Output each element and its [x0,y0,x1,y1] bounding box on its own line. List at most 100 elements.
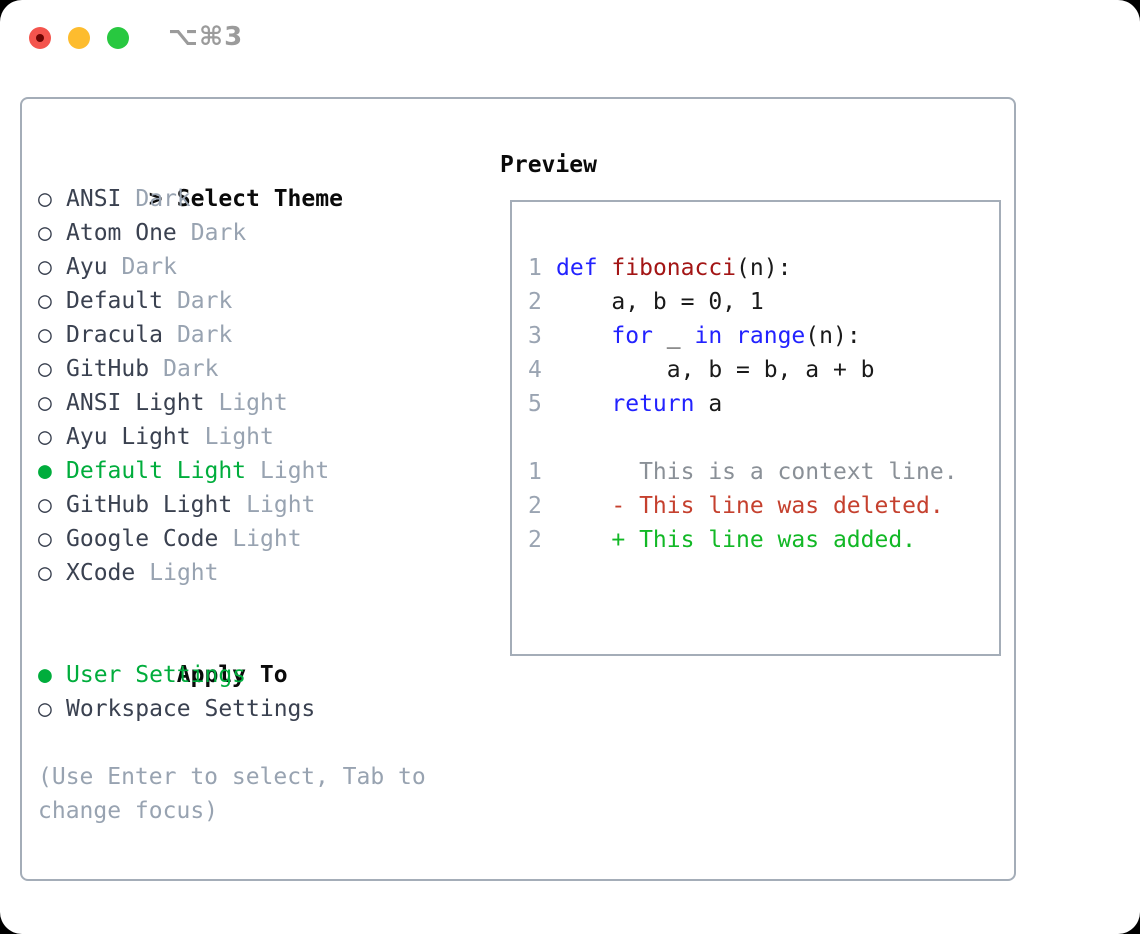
theme-option-label: ANSI Light [66,390,205,416]
theme-option-label: Ayu Light [66,424,191,450]
radio-unselected-icon: ○ [38,526,52,552]
theme-variant-label: Dark [163,356,219,382]
apply-option-label: Workspace Settings [66,696,316,722]
radio-unselected-icon: ○ [38,390,52,416]
radio-unselected-icon: ○ [38,492,52,518]
select-theme-heading: >Select Theme [38,148,488,212]
line-number: 5 [528,391,542,417]
code-token-keyword: range [736,323,806,349]
code-token-keyword: def [556,255,598,281]
diff-preview: 1 This is a context line.2 - This line w… [528,455,999,557]
code-token-plain: _ [652,323,695,349]
apply-to-list: ● User Settings ○ Workspace Settings [38,658,488,726]
diff-text: + This line was added. [556,527,917,553]
radio-unselected-icon: ○ [38,356,52,382]
theme-variant-label: Light [260,458,330,484]
diff-line-added: 2 + This line was added. [528,523,999,557]
help-text-line1: (Use Enter to select, Tab to [38,764,426,790]
theme-option-ansi[interactable]: ○ ANSI Dark [38,182,488,216]
theme-option-ayu-light[interactable]: ○ Ayu Light Light [38,420,488,454]
preview-heading: Preview [500,152,597,178]
maximize-window-icon[interactable] [107,27,129,49]
spacer [528,421,999,455]
theme-variant-label: Light [218,390,288,416]
theme-option-label: Ayu [66,254,108,280]
code-token-plain: (n): [805,323,861,349]
line-number: 2 [528,527,542,553]
radio-selected-icon: ● [38,662,52,688]
theme-variant-label: Dark [135,186,191,212]
theme-variant-label: Dark [176,288,233,314]
radio-unselected-icon: ○ [38,220,52,246]
radio-unselected-icon: ○ [38,696,52,722]
apply-option-label: User Settings [66,662,247,688]
theme-option-label: GitHub Light [66,492,233,518]
theme-option-label: Google Code [66,526,219,552]
select-theme-heading-label: Select Theme [176,186,343,212]
diff-line-deleted: 2 - This line was deleted. [528,489,999,523]
theme-option-label: ANSI [66,186,122,212]
theme-variant-label: Light [149,560,219,586]
apply-to-heading-label: Apply To [176,662,288,688]
spacer [38,590,488,624]
code-token-plain: a, b = b, a + b [556,357,875,383]
theme-option-atom-one[interactable]: ○ Atom One Dark [38,216,488,250]
radio-unselected-icon: ○ [38,186,52,212]
window-controls [29,27,129,49]
theme-option-label: XCode [66,560,136,586]
code-token-plain: a [694,391,723,417]
theme-variant-label: Dark [176,322,233,348]
apply-option-workspace-settings[interactable]: ○ Workspace Settings [38,692,488,726]
code-line: 5 return a [528,387,999,421]
diff-line-context: 1 This is a context line. [528,455,999,489]
radio-selected-icon: ● [38,458,52,484]
code-token-keyword: for [611,323,653,349]
radio-unselected-icon: ○ [38,560,52,586]
code-token-plain [556,323,611,349]
minimize-window-icon[interactable] [68,27,90,49]
theme-option-ansi-light[interactable]: ○ ANSI Light Light [38,386,488,420]
help-text-line2: change focus) [38,798,219,824]
theme-option-github[interactable]: ○ GitHub Dark [38,352,488,386]
code-line: 4 a, b = b, a + b [528,353,999,387]
theme-option-label: Default [66,288,163,314]
line-number: 1 [528,255,542,281]
code-line: 2 a, b = 0, 1 [528,285,999,319]
apply-option-user-settings[interactable]: ● User Settings [38,658,488,692]
line-number: 4 [528,357,542,383]
code-token-plain [598,255,612,281]
theme-option-default[interactable]: ○ Default Dark [38,284,488,318]
close-window-icon[interactable] [29,27,51,49]
radio-unselected-icon: ○ [38,424,52,450]
line-number: 2 [528,289,542,315]
code-token-function: fibonacci [611,255,737,281]
theme-option-label: Dracula [66,322,163,348]
code-token-plain: a, b = 0, 1 [556,289,764,315]
code-token-keyword: in [694,323,723,349]
diff-text: - This line was deleted. [556,493,944,519]
line-number: 3 [528,323,542,349]
code-token-plain: (n): [736,255,792,281]
code-line: 1 def fibonacci(n): [528,251,999,285]
theme-option-xcode[interactable]: ○ XCode Light [38,556,488,590]
theme-variant-label: Dark [121,254,177,280]
theme-variant-label: Dark [190,220,247,246]
theme-variant-label: Light [204,424,274,450]
radio-unselected-icon: ○ [38,288,52,314]
spacer [38,726,488,760]
diff-text: This is a context line. [556,459,958,485]
theme-option-label: Atom One [66,220,177,246]
theme-option-label: GitHub [66,356,150,382]
code-token-plain [556,391,611,417]
